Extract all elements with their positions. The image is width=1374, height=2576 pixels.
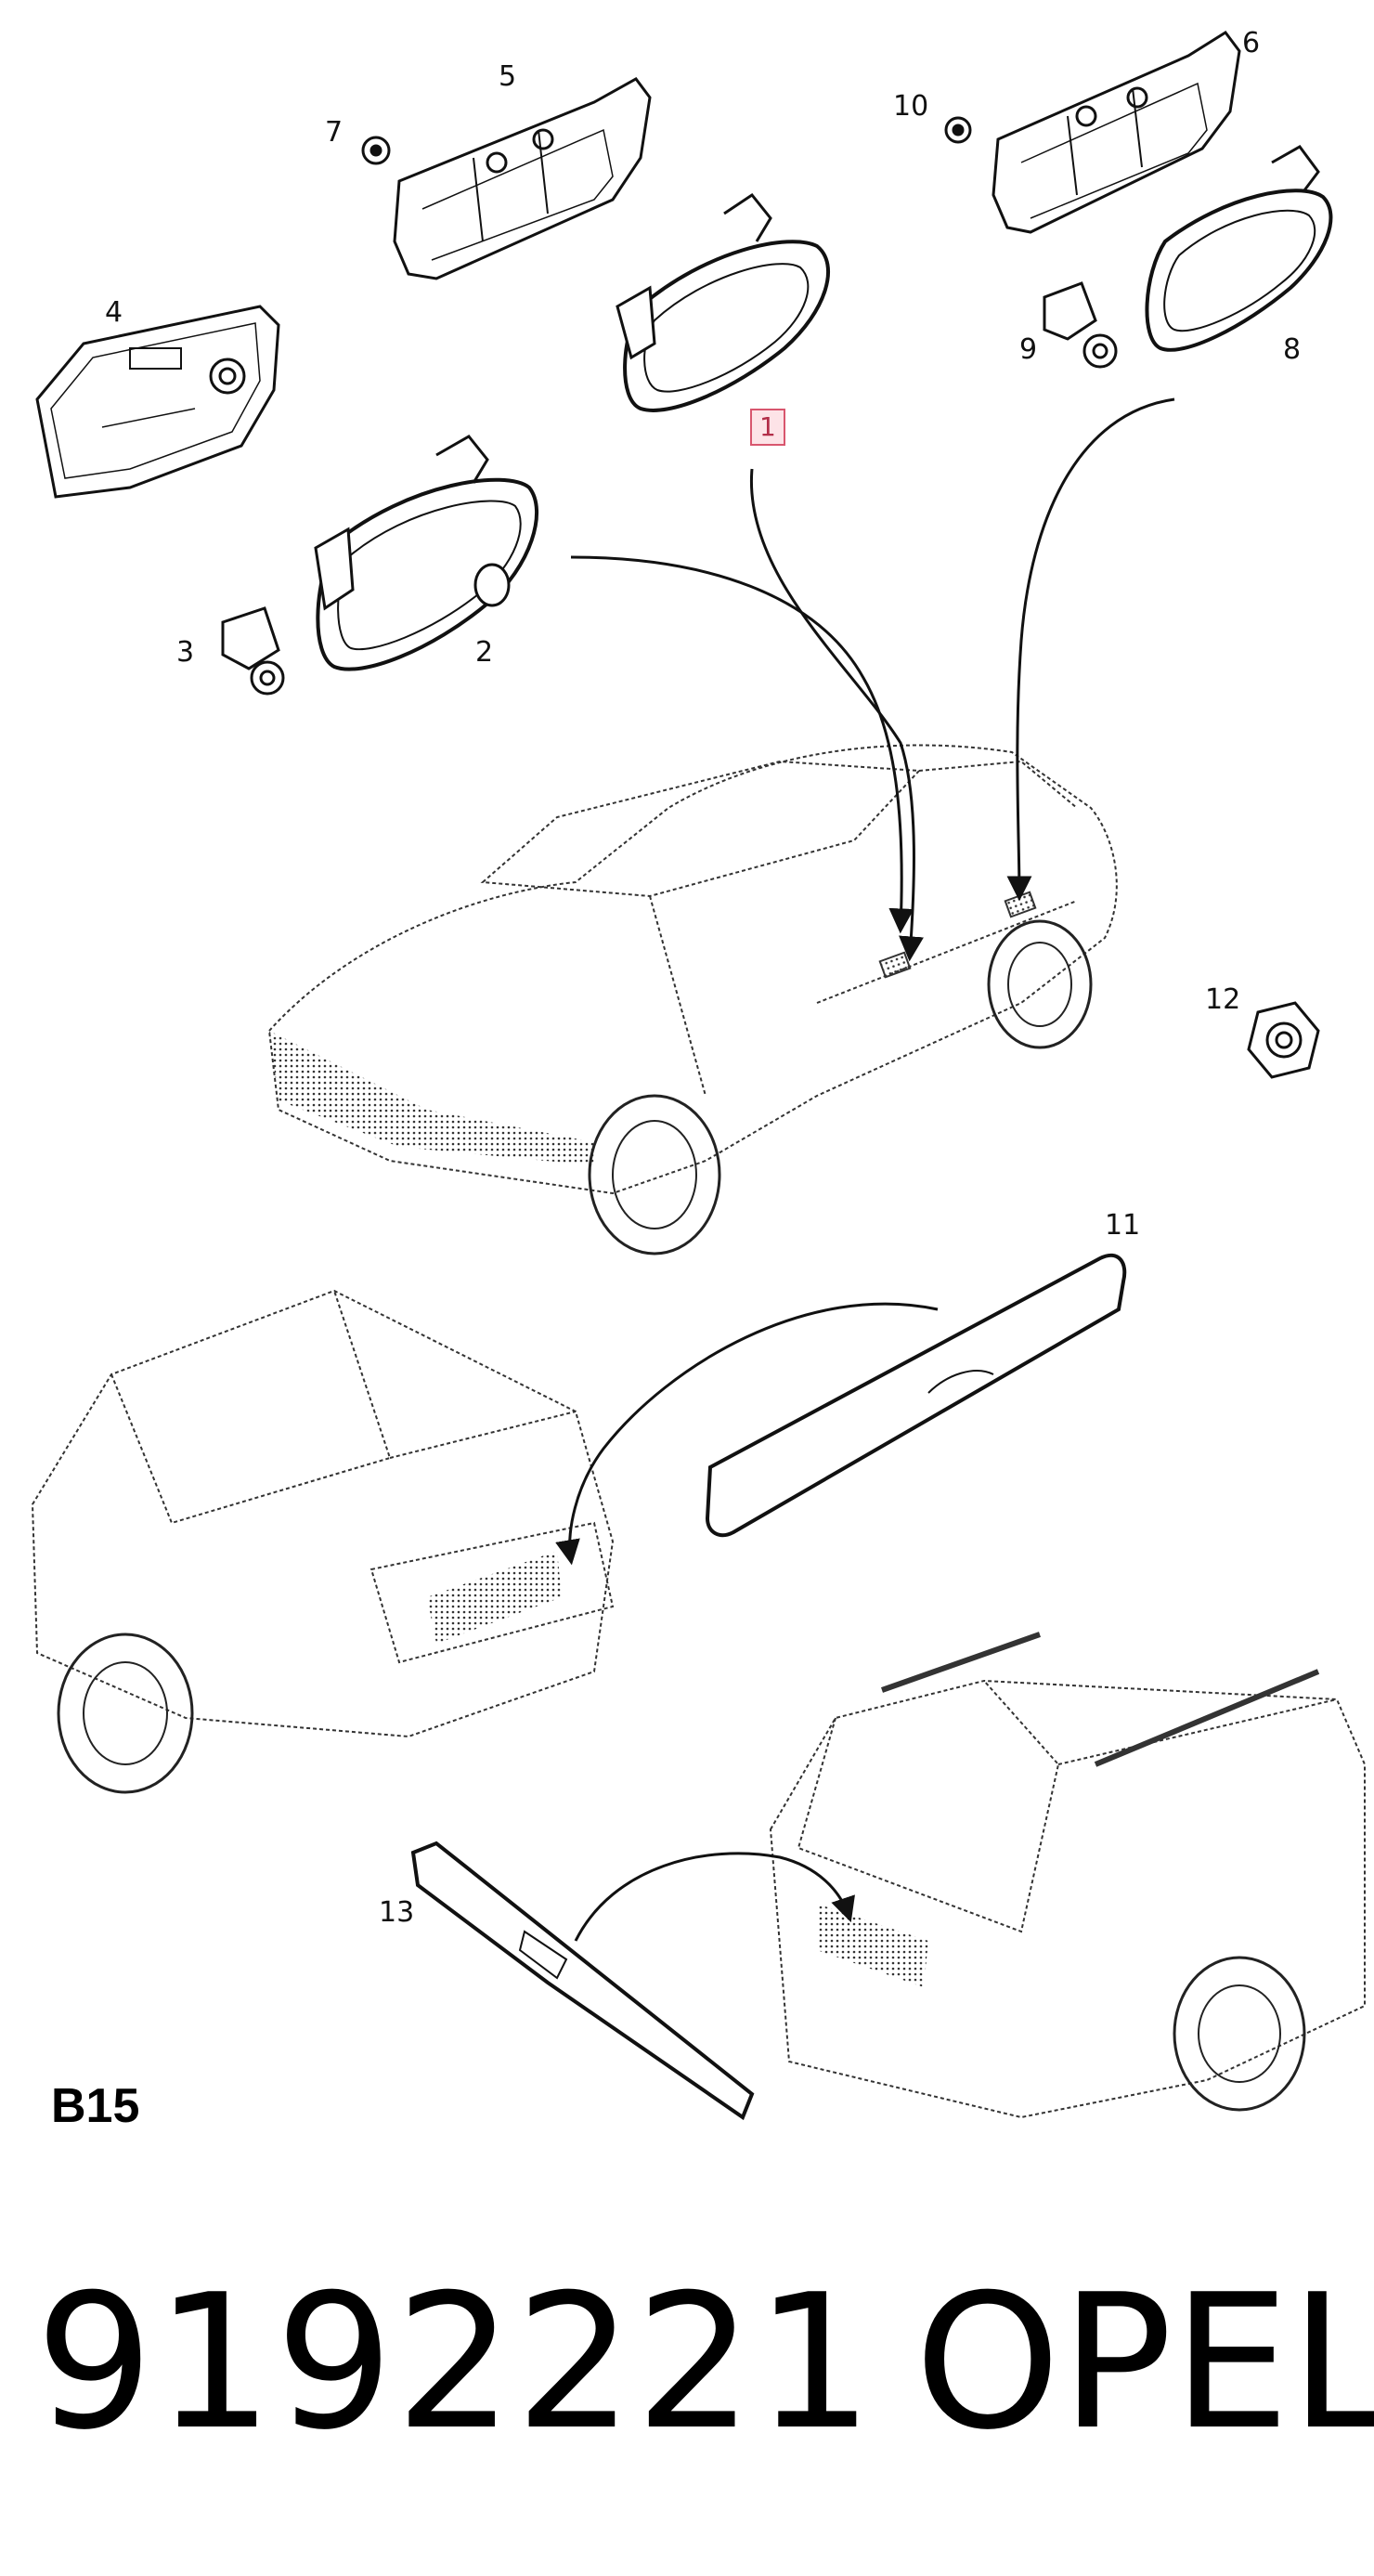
hatchback-plate-area: [427, 1551, 562, 1644]
brand-name: OPEL: [914, 2255, 1374, 2471]
sheet-code: B15: [51, 2079, 140, 2133]
callout-4: 4: [105, 296, 123, 329]
estate-plate-area: [817, 1904, 928, 1987]
callout-13: 13: [379, 1896, 415, 1929]
callout-5: 5: [499, 60, 517, 93]
part-7-clip: [361, 136, 391, 165]
part-1-door-handle: [616, 192, 831, 412]
arrow-8-to-rear-door: [1006, 397, 1175, 902]
callout-7: 7: [325, 116, 344, 149]
arrow-1-to-door: [749, 468, 925, 962]
sedan-grille: [269, 1031, 594, 1165]
callout-8: 8: [1283, 333, 1302, 366]
part-8-rear-handle: [1145, 145, 1333, 352]
arrow-2-to-door: [570, 555, 914, 934]
estate-wheel: [1173, 1956, 1306, 2112]
callout-9: 9: [1019, 333, 1038, 366]
hatchback-wheel: [57, 1633, 194, 1794]
callout-2: 2: [475, 636, 494, 669]
part-5-bracket: [393, 77, 652, 280]
callout-3: 3: [176, 636, 195, 669]
sedan-wheels: [588, 919, 1093, 1255]
part-13-tailgate-trim: [410, 1841, 755, 2121]
part-6-bracket: [992, 30, 1241, 234]
part-10-clip: [944, 116, 972, 144]
callout-11: 11: [1105, 1209, 1141, 1242]
callout-1-highlighted[interactable]: 1: [750, 409, 785, 446]
part-4-inner-panel: [35, 305, 280, 499]
part-number: 9192221: [35, 2255, 875, 2471]
part-11-trunk-trim: [705, 1253, 1127, 1538]
hatchback-illustration: [31, 1289, 615, 1738]
estate-illustration: [769, 1679, 1366, 2119]
arrow-11-to-trunk: [555, 1302, 939, 1566]
part-2-front-handle-lock: [314, 435, 538, 671]
callout-10: 10: [893, 90, 929, 123]
leader-arrows: [555, 397, 1175, 1942]
callout-6: 6: [1242, 27, 1261, 59]
part-12-nut: [1247, 1001, 1320, 1079]
part-3-clip: [221, 606, 285, 696]
callout-12: 12: [1205, 983, 1241, 1016]
sedan-illustration: [267, 744, 1118, 1195]
arrow-13-to-tailgate: [574, 1852, 855, 1942]
estate-roof-rails: [881, 1632, 1320, 1767]
part-9-clip: [1043, 281, 1118, 369]
